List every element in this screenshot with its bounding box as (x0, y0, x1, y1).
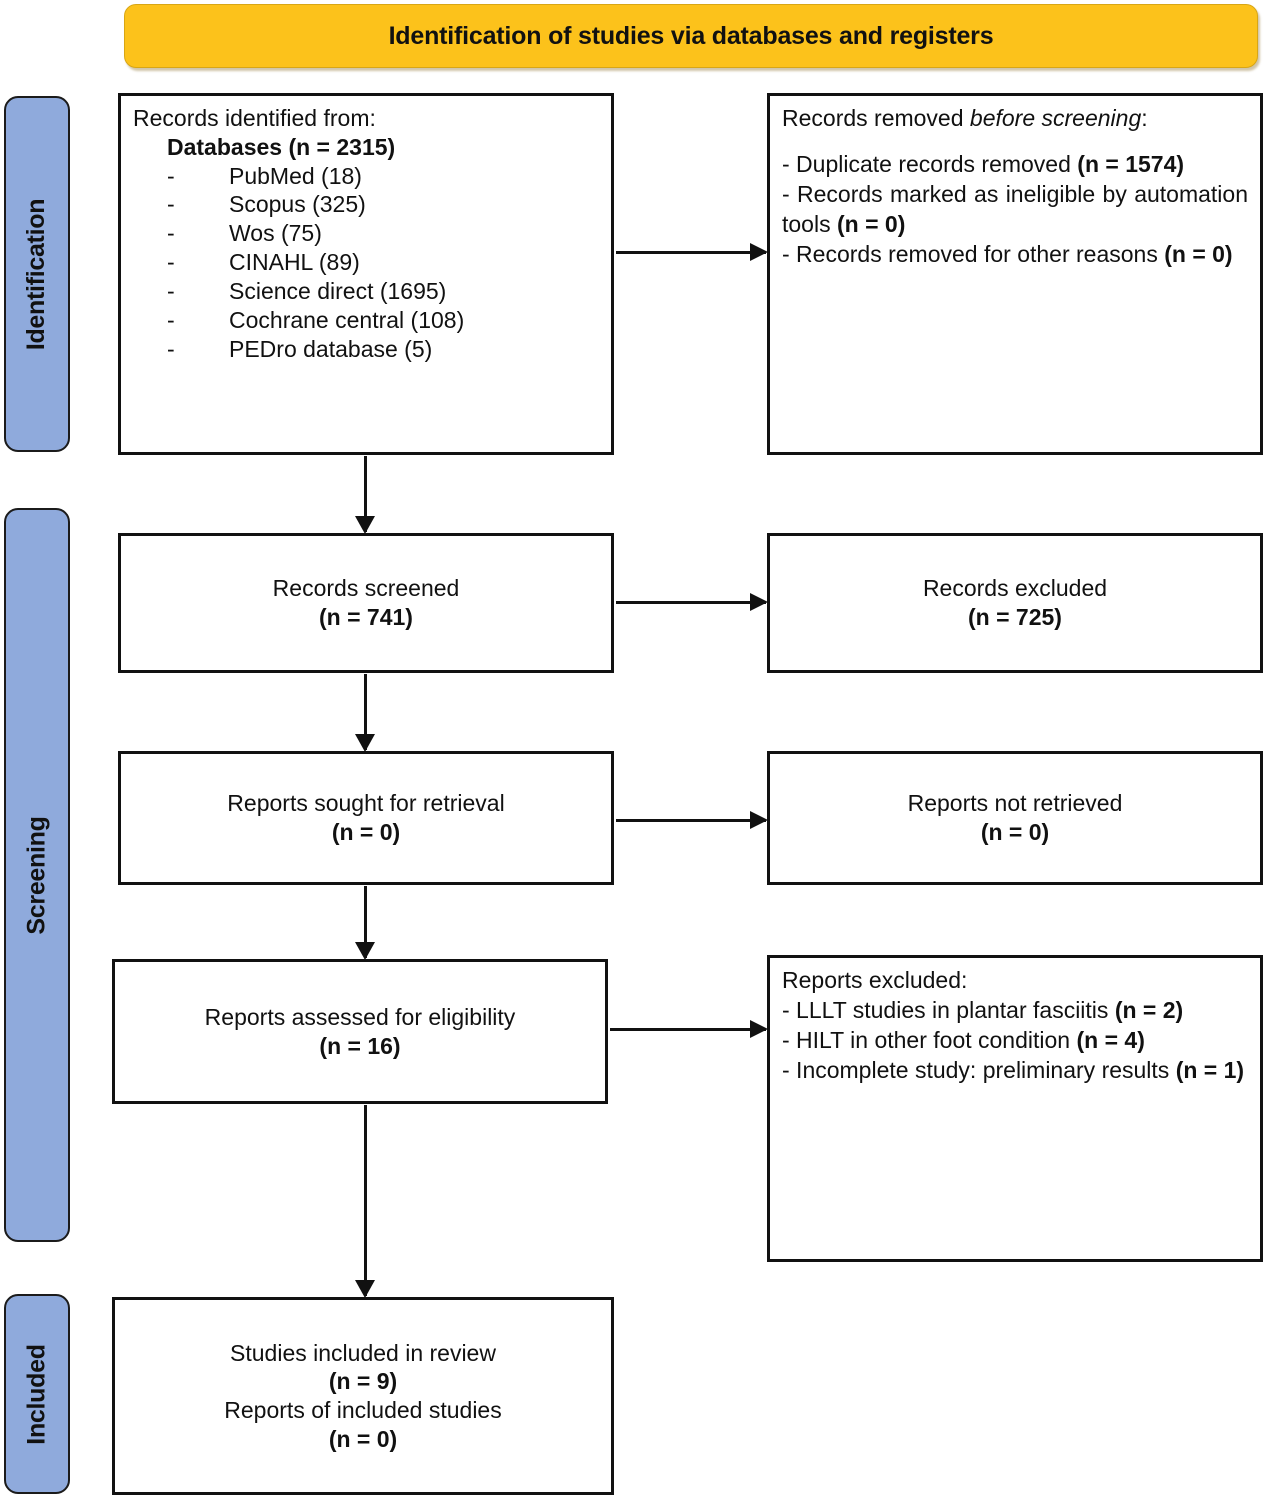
database-source-item: - Wos (75) (167, 219, 599, 248)
reports-of-included-label: Reports of included studies (224, 1397, 502, 1423)
records-removed-heading-italic: before screening (969, 105, 1142, 131)
box-records-identified: Records identified from: Databases (n = … (118, 93, 614, 455)
database-source-item: - CINAHL (89) (167, 248, 599, 277)
stage-label-screening: Screening (4, 508, 70, 1242)
database-source-item: - PubMed (18) (167, 162, 599, 191)
records-removed-heading-colon: : (1141, 105, 1148, 131)
records-removed-item: - Duplicate records removed (n = 1574) (782, 150, 1248, 180)
stage-label-included: Included (4, 1294, 70, 1494)
box-reports-sought-for-retrieval: Reports sought for retrieval (n = 0) (118, 751, 614, 885)
reports-of-included-count: (n = 0) (328, 1425, 398, 1452)
records-screened-label: Records screened (272, 575, 460, 602)
records-removed-heading-plain: Records removed (782, 105, 970, 131)
bullet-dash-icon: - (167, 162, 175, 189)
box-reports-not-retrieved: Reports not retrieved (n = 0) (767, 751, 1263, 885)
database-source-label: Wos (75) (229, 220, 322, 247)
reports-assessed-count: (n = 16) (319, 1032, 401, 1059)
arrow-identified-to-screened (355, 456, 375, 534)
arrowhead-icon (355, 734, 375, 752)
database-source-label: Cochrane central (108) (229, 307, 465, 334)
box-reports-assessed-for-eligibility: Reports assessed for eligibility (n = 16… (112, 959, 608, 1104)
arrowhead-icon (750, 811, 768, 829)
records-removed-item-text: - Records removed for other reasons (782, 240, 1165, 267)
bullet-dash-icon: - (167, 307, 175, 334)
records-removed-item-count: (n = 1574) (1077, 150, 1185, 177)
arrow-sought-to-assessed (355, 886, 375, 960)
reports-excluded-heading: Reports excluded: (782, 967, 968, 993)
arrowhead-icon (355, 1280, 375, 1298)
arrowhead-icon (355, 516, 375, 534)
studies-included-label: Studies included in review (230, 1339, 496, 1366)
reports-excluded-reason: - LLLT studies in plantar fasciitis (n =… (782, 996, 1248, 1026)
reports-not-retrieved-label: Reports not retrieved (907, 790, 1123, 817)
arrowhead-icon (750, 243, 768, 261)
arrowhead-icon (750, 1020, 768, 1038)
reports-not-retrieved-count: (n = 0) (980, 819, 1050, 845)
records-removed-item-text: - Duplicate records removed (782, 150, 1078, 177)
reports-excluded-reason-count: (n = 1) (1175, 1056, 1245, 1083)
records-identified-lead: Records identified from: (133, 105, 376, 131)
records-removed-heading: Records removed before screening: (782, 104, 1248, 134)
arrow-identified-to-removed (616, 243, 768, 261)
records-excluded-count: (n = 725) (968, 604, 1062, 630)
box-records-excluded: Records excluded (n = 725) (767, 533, 1263, 673)
bullet-dash-icon: - (167, 336, 175, 363)
studies-included-count: (n = 9) (328, 1368, 398, 1395)
database-source-label: PEDro database (5) (229, 336, 433, 363)
stage-label-identification: Identification (4, 96, 70, 452)
arrowhead-icon (750, 593, 768, 611)
bullet-dash-icon: - (167, 249, 175, 276)
bullet-dash-icon: - (167, 278, 175, 305)
reports-excluded-reason-count: (n = 4) (1076, 1026, 1145, 1053)
box-studies-included: Studies included in review (n = 9) Repor… (112, 1297, 614, 1495)
reports-excluded-reason: - HILT in other foot condition (n = 4) (782, 1026, 1248, 1056)
records-removed-item: - Records removed for other reasons (n =… (782, 240, 1248, 270)
database-source-list: - PubMed (18) - Scopus (325) - Wos (75) - CINAH… (167, 162, 599, 365)
database-source-item: - Science direct (1695) (167, 277, 599, 306)
records-removed-item: - Records marked as ineligible by automa… (782, 180, 1248, 240)
reports-excluded-reason-list: - LLLT studies in plantar fasciitis (n =… (782, 996, 1248, 1086)
stage-label-identification-text: Identification (22, 198, 51, 350)
databases-heading: Databases (n = 2315) (167, 133, 396, 160)
arrow-screened-to-excluded (616, 593, 768, 611)
database-source-item: - Scopus (325) (167, 190, 599, 219)
bullet-dash-icon: - (167, 220, 175, 247)
database-source-label: Science direct (1695) (229, 278, 447, 305)
box-records-removed-before-screening: Records removed before screening: - Dupl… (767, 93, 1263, 455)
arrow-sought-to-not-retrieved (616, 811, 768, 829)
stage-label-screening-text: Screening (22, 815, 51, 935)
reports-assessed-label: Reports assessed for eligibility (204, 1003, 516, 1030)
database-source-label: Scopus (325) (229, 191, 366, 218)
database-source-label: CINAHL (89) (229, 249, 360, 276)
arrow-screened-to-sought (355, 674, 375, 752)
records-excluded-label: Records excluded (922, 575, 1108, 602)
records-removed-item-text: - Records marked as ineligible by automa… (782, 180, 1248, 237)
reports-excluded-reason-text: - HILT in other foot condition (782, 1026, 1077, 1053)
reports-sought-count: (n = 0) (331, 819, 401, 845)
reports-sought-label: Reports sought for retrieval (227, 790, 505, 817)
arrow-assessed-to-reports-excluded (610, 1020, 768, 1038)
records-removed-item-count: (n = 0) (836, 210, 906, 237)
database-source-item: - Cochrane central (108) (167, 306, 599, 335)
arrow-assessed-to-included (355, 1105, 375, 1298)
records-removed-item-list: - Duplicate records removed (n = 1574)- … (782, 150, 1248, 270)
reports-excluded-reason: - Incomplete study: preliminary results … (782, 1056, 1248, 1086)
records-removed-item-count: (n = 0) (1164, 240, 1233, 267)
box-records-screened: Records screened (n = 741) (118, 533, 614, 673)
page-title: Identification of studies via databases … (388, 21, 994, 50)
database-source-label: PubMed (18) (229, 162, 362, 189)
records-screened-count: (n = 741) (319, 604, 413, 630)
reports-excluded-reason-text: - LLLT studies in plantar fasciitis (782, 996, 1115, 1023)
diagram-title-banner: Identification of studies via databases … (124, 4, 1258, 68)
database-source-item: - PEDro database (5) (167, 335, 599, 364)
stage-label-included-text: Included (22, 1343, 51, 1445)
arrowhead-icon (355, 942, 375, 960)
reports-excluded-reason-text: - Incomplete study: preliminary results (782, 1056, 1176, 1083)
reports-excluded-reason-count: (n = 2) (1114, 996, 1184, 1023)
box-reports-excluded: Reports excluded: - LLLT studies in plan… (767, 955, 1263, 1262)
bullet-dash-icon: - (167, 191, 175, 218)
